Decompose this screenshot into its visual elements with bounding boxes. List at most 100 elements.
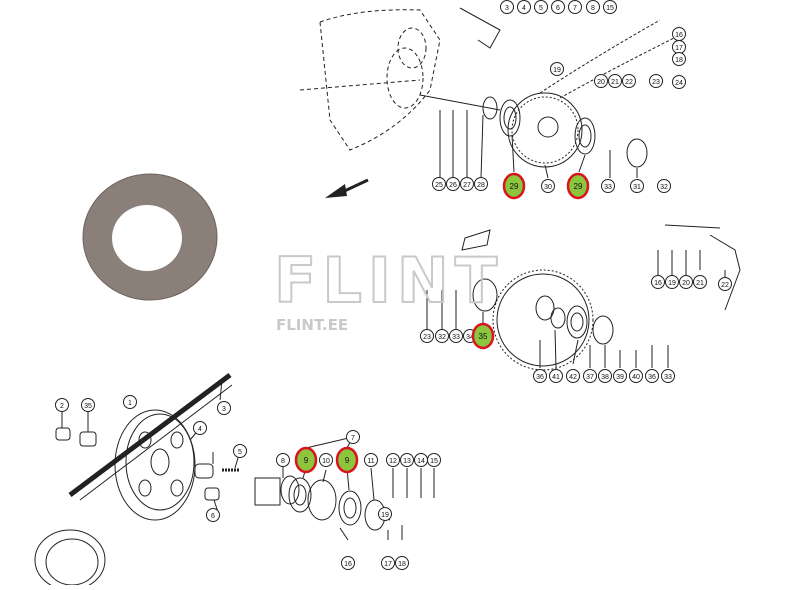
callout-number: 9: [304, 456, 309, 465]
callout-number: 21: [696, 280, 704, 287]
callout-top-20: 20: [594, 74, 608, 88]
callout-top-22: 22: [622, 74, 636, 88]
callout-number: 36: [648, 374, 656, 381]
callout-middle-33: 33: [661, 369, 675, 383]
callout-circle: [446, 177, 460, 191]
callout-number: 18: [675, 57, 683, 64]
callout-bottom-12: 12: [386, 453, 400, 467]
callout-number: 12: [389, 458, 397, 465]
callout-middle-41: 41: [549, 369, 563, 383]
callout-circle: [657, 179, 671, 193]
callout-top-25: 25: [432, 177, 446, 191]
callout-circle: [55, 398, 69, 412]
callout-number: 42: [569, 374, 577, 381]
callout-number: 32: [438, 334, 446, 341]
callout-circle: [661, 369, 675, 383]
callout-number: 19: [553, 67, 561, 74]
callout-number: 34: [466, 334, 474, 341]
callout-circle: [601, 179, 615, 193]
callout-bottom-3: 3: [217, 401, 231, 415]
callout-circle: [517, 0, 531, 14]
callout-middle-42: 42: [566, 369, 580, 383]
callout-top-19: 19: [550, 62, 564, 76]
callout-circle: [665, 275, 679, 289]
callout-circle: [395, 556, 409, 570]
highlight-ring: [294, 446, 318, 474]
callout-circle: [474, 177, 488, 191]
callout-number: 25: [435, 182, 443, 189]
callout-circle: [568, 0, 582, 14]
callout-middle-36: 36: [533, 369, 547, 383]
top-assembly: [299, 7, 681, 179]
callout-number: 10: [322, 458, 330, 465]
callout-circle: [378, 507, 392, 521]
callout-bottom-14: 14: [414, 453, 428, 467]
callout-number: 37: [586, 374, 594, 381]
direction-arrow-icon: [325, 178, 369, 198]
callout-number: 29: [574, 182, 583, 191]
callout-top-4: 4: [517, 0, 531, 14]
callout-circle: [341, 556, 355, 570]
callout-number: 6: [211, 513, 215, 520]
callout-circle: [594, 74, 608, 88]
callout-circle: [364, 453, 378, 467]
callout-middle-21: 21: [693, 275, 707, 289]
callout-number: 30: [544, 184, 552, 191]
callout-number: 5: [539, 5, 543, 12]
callout-circle: [541, 179, 555, 193]
callout-number: 9: [345, 456, 350, 465]
callout-middle-37: 37: [583, 369, 597, 383]
callout-top-29: 29: [502, 172, 526, 200]
callout-circle: [549, 369, 563, 383]
callout-bottom-5: 5: [233, 444, 247, 458]
callout-number: 17: [384, 561, 392, 568]
callout-circle: [460, 177, 474, 191]
middle-assembly: [426, 224, 741, 371]
callout-top-29: 29: [566, 172, 590, 200]
callout-circle: [693, 275, 707, 289]
callout-circle: [608, 74, 622, 88]
callout-number: 27: [463, 182, 471, 189]
callout-number: 4: [198, 426, 202, 433]
callout-circle: [603, 0, 617, 14]
callout-circle: [420, 329, 434, 343]
callout-middle-36: 36: [645, 369, 659, 383]
callout-circle: [449, 329, 463, 343]
callout-bottom-4: 4: [193, 421, 207, 435]
callout-top-15: 15: [603, 0, 617, 14]
callout-circle: [533, 369, 547, 383]
callout-bottom-35: 35: [81, 398, 95, 412]
callout-circle: [319, 453, 333, 467]
callout-circle: [651, 275, 665, 289]
callout-number: 22: [721, 282, 729, 289]
callout-number: 35: [479, 332, 488, 341]
callout-number: 7: [351, 435, 355, 442]
callout-number: 16: [344, 561, 352, 568]
callout-bottom-10: 10: [319, 453, 333, 467]
callout-circle: [566, 369, 580, 383]
friction-disc-image: [82, 173, 218, 301]
callout-number: 1: [128, 400, 132, 407]
callout-middle-39: 39: [613, 369, 627, 383]
callout-circle: [427, 453, 441, 467]
callout-number: 20: [597, 79, 605, 86]
callout-circle: [123, 395, 137, 409]
callout-circle: [206, 508, 220, 522]
callout-circle: [381, 556, 395, 570]
callout-number: 24: [675, 80, 683, 87]
callout-top-24: 24: [672, 75, 686, 89]
callout-number: 3: [505, 5, 509, 12]
callout-top-17: 17: [672, 40, 686, 54]
callout-number: 33: [664, 374, 672, 381]
callout-bottom-19: 19: [378, 507, 392, 521]
callout-circle: [276, 453, 290, 467]
callout-circle: [672, 52, 686, 66]
callout-top-30: 30: [541, 179, 555, 193]
callout-number: 19: [381, 512, 389, 519]
callout-number: 33: [604, 184, 612, 191]
callout-circle: [81, 398, 95, 412]
callout-bottom-9: 9: [294, 446, 318, 474]
callout-bottom-7: 7: [346, 430, 360, 444]
callout-number: 31: [633, 184, 641, 191]
